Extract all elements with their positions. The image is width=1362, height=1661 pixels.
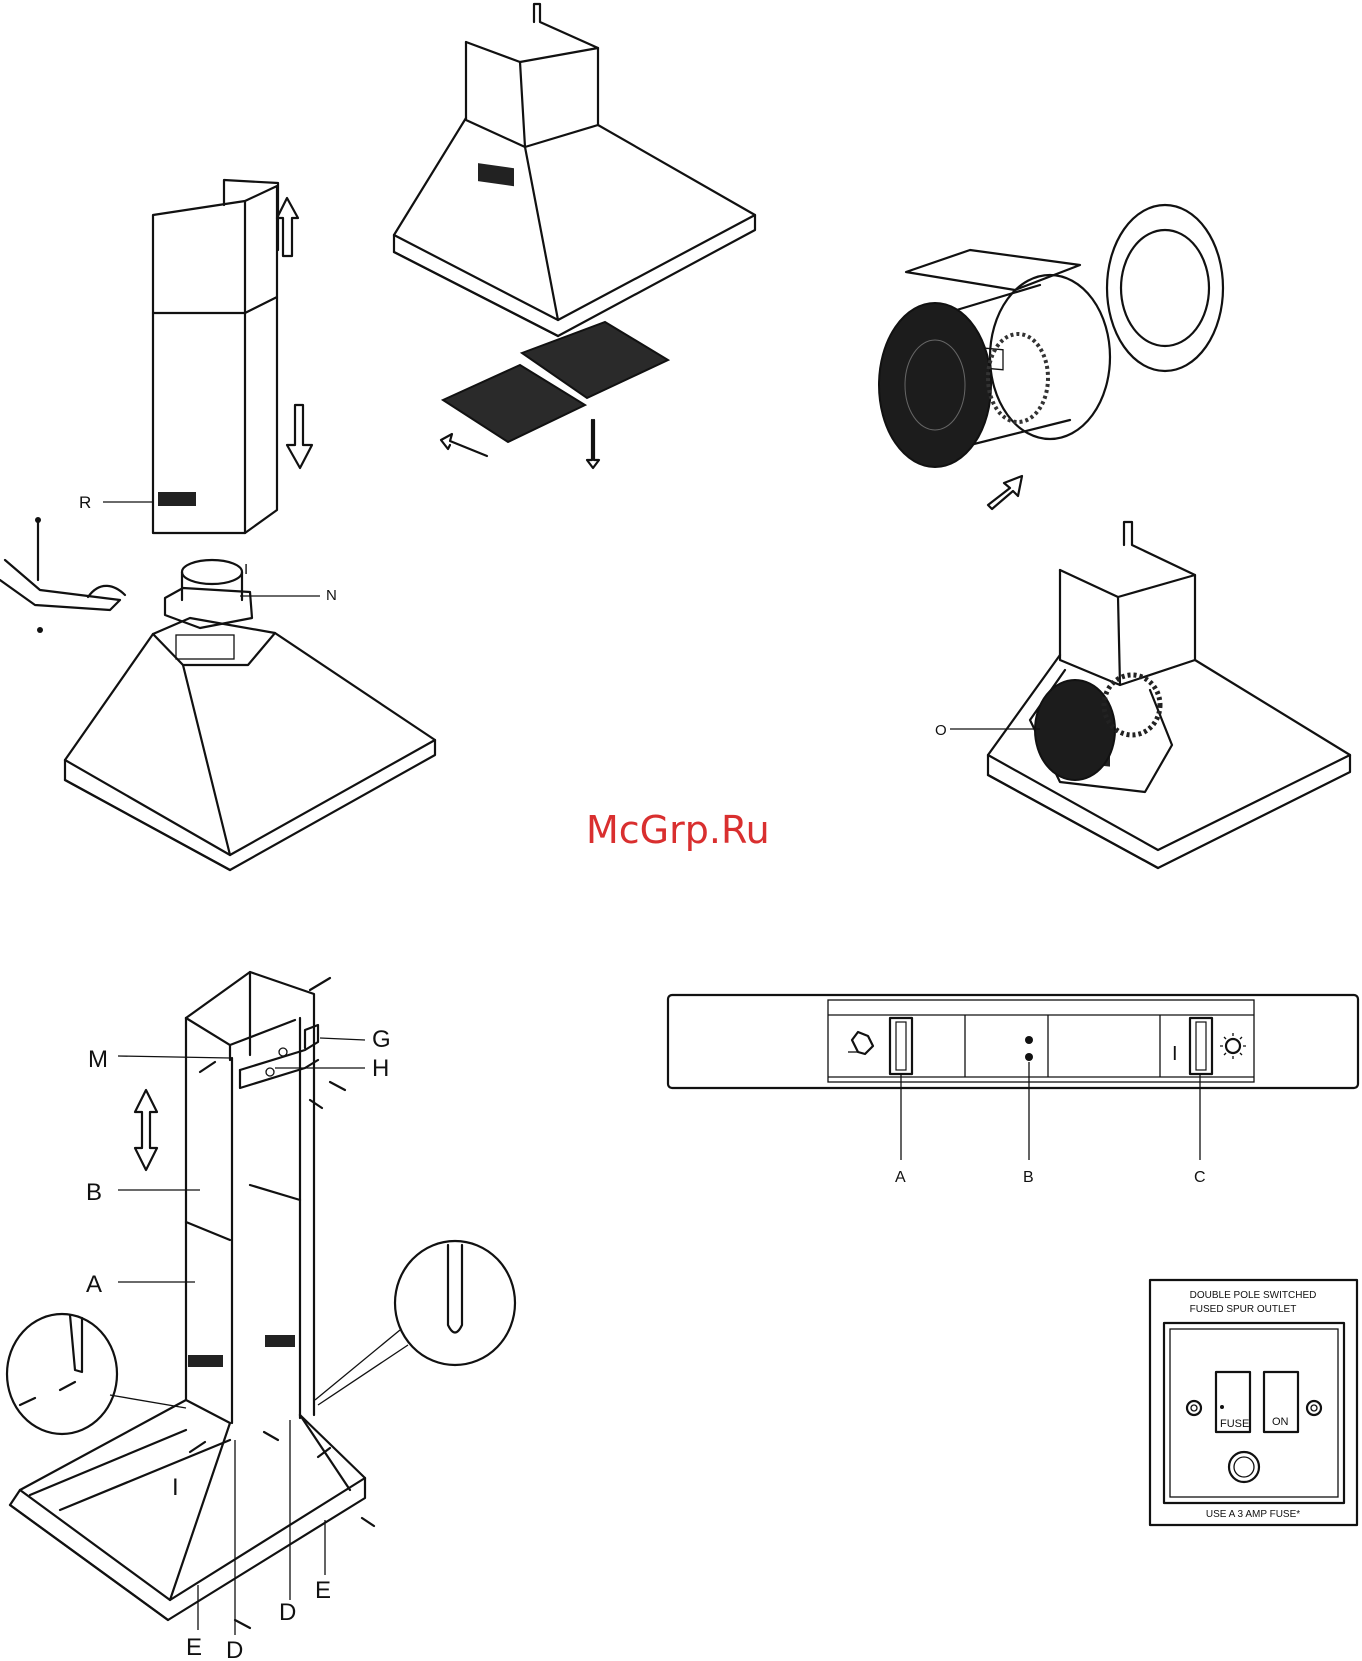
fan-icon (848, 1032, 873, 1054)
fan-slide-switch[interactable] (890, 1018, 912, 1074)
vent-grille (188, 1355, 223, 1367)
motor-fitted-figure: O (935, 522, 1350, 868)
vent-grille (265, 1335, 295, 1347)
label-h: H (372, 1055, 389, 1082)
motor-fan-grille (879, 303, 991, 467)
indicator-light (1025, 1053, 1033, 1061)
detail-circle-left (7, 1314, 186, 1434)
light-slide-switch[interactable] (1190, 1018, 1212, 1074)
on-label: ON (1272, 1416, 1289, 1428)
label-o: O (935, 722, 947, 739)
label-n: N (326, 587, 337, 604)
fixing-screw (1187, 1401, 1201, 1415)
chimney-install-figure: R I N (0, 180, 435, 870)
hood-with-filters-figure (394, 4, 755, 468)
label-e-bottom: E (186, 1634, 202, 1661)
label-i: I (172, 1474, 179, 1501)
light-bulb-icon (1220, 1033, 1246, 1059)
spigot-collar (165, 560, 252, 628)
vent-grille (478, 163, 514, 186)
label-g: G (372, 1026, 391, 1053)
outlet-footer: USE A 3 AMP FUSE* (1206, 1509, 1300, 1520)
spur-outlet-figure: DOUBLE POLE SWITCHED FUSED SPUR OUTLET F… (1150, 1280, 1357, 1525)
motor-fan-grille (1035, 680, 1115, 780)
control-panel-figure: A B I C (668, 995, 1358, 1186)
vent-grille (158, 492, 196, 506)
indicator-light (1025, 1036, 1033, 1044)
label-b: B (86, 1179, 102, 1206)
label-b: B (1023, 1169, 1034, 1186)
label-a: A (86, 1271, 102, 1298)
motor-unit-figure (879, 205, 1223, 509)
fuse-label: FUSE (1220, 1418, 1249, 1430)
detail-circle-right (315, 1241, 515, 1405)
label-e-right: E (315, 1577, 331, 1604)
outlet-title-line1: DOUBLE POLE SWITCHED (1190, 1290, 1317, 1301)
label-a: A (895, 1169, 906, 1186)
label-c: C (1194, 1169, 1206, 1186)
light-switch-mark: I (1172, 1043, 1178, 1065)
fixing-screw (1307, 1401, 1321, 1415)
island-frame-figure: M G H B A I D E D E (7, 972, 515, 1661)
label-r: R (79, 493, 91, 512)
label-d-right: D (279, 1599, 296, 1626)
label-d-bottom: D (226, 1637, 243, 1661)
label-i: I (244, 561, 248, 578)
watermark: McGrp.Ru (586, 808, 770, 852)
outlet-title-line2: FUSED SPUR OUTLET (1190, 1304, 1297, 1315)
label-m: M (88, 1046, 108, 1073)
